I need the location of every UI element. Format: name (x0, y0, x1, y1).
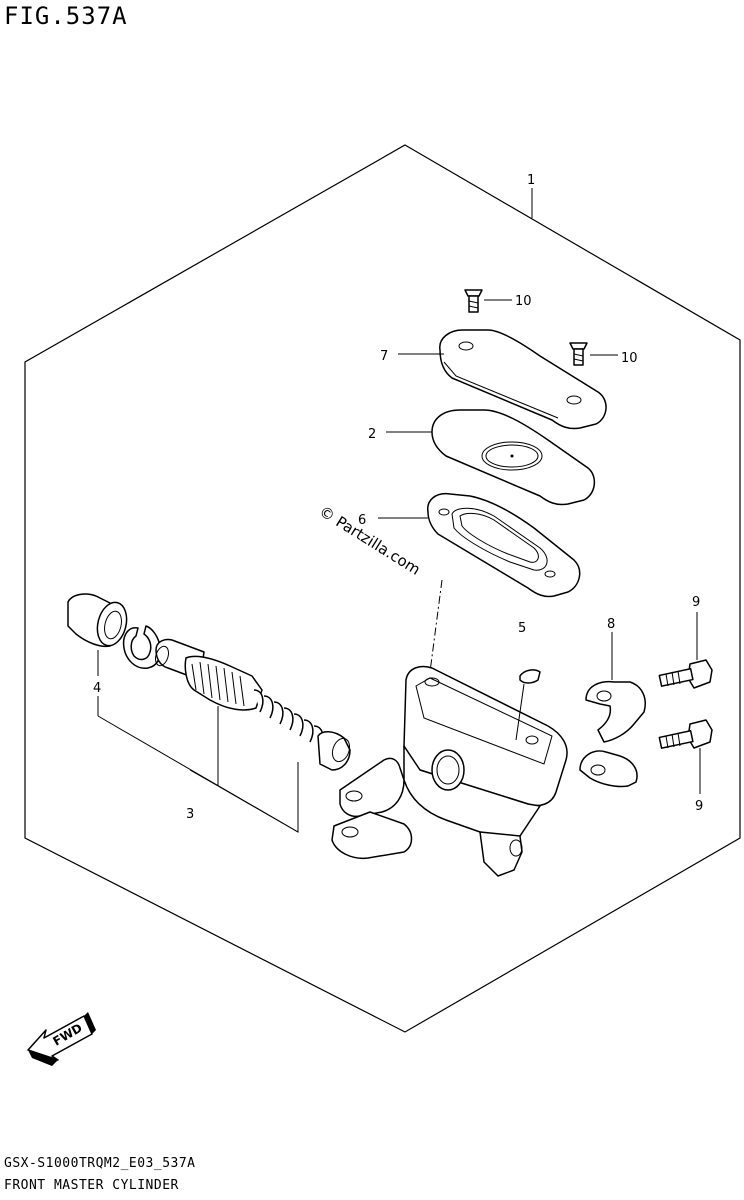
callout-5[interactable]: 5 (518, 621, 526, 636)
fwd-arrow: FWD (27, 1012, 96, 1066)
clamp-holder (579, 680, 646, 788)
figure-title: FIG.537A (4, 2, 128, 30)
callout-10-right[interactable]: 10 (621, 351, 638, 366)
callout-7[interactable]: 7 (380, 349, 388, 364)
bolt-9-upper (658, 659, 713, 689)
figure-name: FRONT MASTER CYLINDER (4, 1178, 179, 1193)
assembly-boundary (24, 144, 741, 1033)
screw-10-right (569, 342, 588, 366)
piston-boot (67, 593, 128, 648)
master-cylinder-body (331, 665, 568, 877)
diaphragm-plate (431, 409, 596, 506)
piston-assembly (155, 638, 351, 771)
callout-6[interactable]: 6 (358, 513, 366, 528)
bolt-9-lower (658, 719, 713, 749)
model-code: GSX-S1000TRQM2_E03_537A (4, 1156, 196, 1171)
callout-8[interactable]: 8 (607, 617, 615, 632)
callout-2[interactable]: 2 (368, 427, 376, 442)
callout-10-top[interactable]: 10 (515, 294, 532, 309)
diaphragm (427, 492, 581, 598)
callout-4[interactable]: 4 (93, 681, 101, 696)
callout-3[interactable]: 3 (186, 807, 194, 822)
small-clip (519, 669, 541, 684)
reservoir-cap (439, 329, 607, 430)
watermark: © Partzilla.com (316, 502, 424, 579)
callout-1[interactable]: 1 (527, 173, 535, 188)
callout-9-upper[interactable]: 9 (692, 595, 700, 610)
callout-9-lower[interactable]: 9 (695, 799, 703, 814)
screw-10-top (464, 289, 483, 313)
circlip (122, 625, 162, 669)
